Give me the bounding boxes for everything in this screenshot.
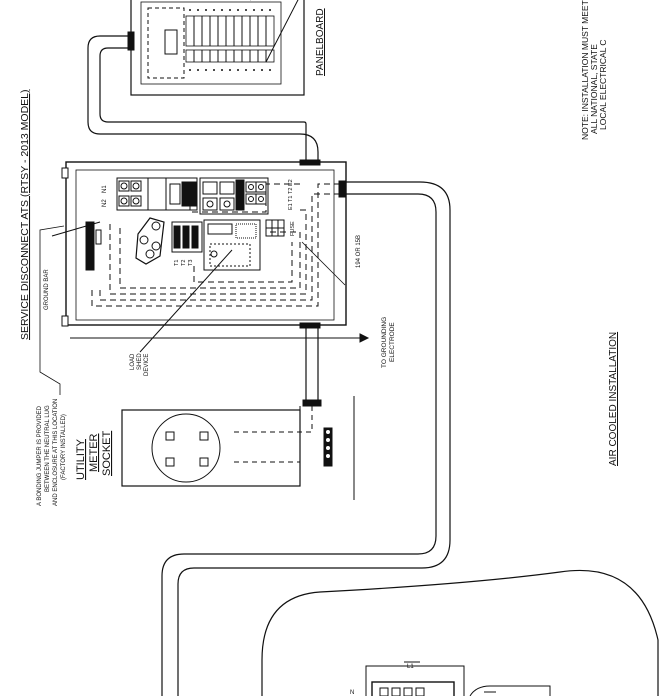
note-line-3: LOCAL ELECTRICAL C <box>598 39 608 130</box>
meter-line-2: METER <box>88 433 100 472</box>
ats-n2-label: N2 <box>102 199 108 207</box>
conduit-panel-to-ats <box>87 35 319 164</box>
panelboard-label-group: PANELBOARD <box>315 8 326 76</box>
panelboard <box>127 0 305 96</box>
fuse-label: FUSE <box>290 221 296 236</box>
conduit-ats-to-meter <box>230 326 322 463</box>
bonding-line-3: AND ENCLOSURE AT THIS LOCATION <box>53 399 59 506</box>
note-line-2: ALL NATIONAL, STATE <box>589 44 599 134</box>
load-line-2: SHED <box>137 353 143 370</box>
panel-breakers <box>185 15 275 63</box>
generator-n-label: N <box>350 690 354 696</box>
control-board <box>203 219 261 271</box>
transfer-switch-contactor <box>116 177 198 211</box>
ats-internal-wiring <box>91 183 340 307</box>
part-number-label: 194 OR 15B <box>356 235 362 268</box>
grounding-electrode-arrow <box>70 333 370 343</box>
fuse-t1-label: T1 <box>174 260 180 266</box>
meter-line-1: UTILITY <box>75 438 87 480</box>
grounding-line-2: ELECTRODE <box>389 322 396 362</box>
load-line-1: LOAD <box>130 353 136 370</box>
ats-title: SERVICE DISCONNECT ATS (RTSY - 2013 MODE… <box>19 89 31 340</box>
meter-socket-label: UTILITY METER SOCKET <box>75 430 113 480</box>
generator <box>261 569 659 696</box>
bonding-note: A BONDING JUMPER IS PROVIDED BETWEEN THE… <box>37 399 67 506</box>
grounding-line-1: TO GROUNDING <box>381 317 388 368</box>
bonding-line-4: (FACTORY INSTALLED) <box>61 414 67 480</box>
terminal-strip <box>265 219 285 237</box>
fuse-t2-label: T2 <box>181 260 187 266</box>
generator-l1-label: L1 <box>407 664 414 670</box>
installation-note: NOTE: INSTALLATION MUST MEET ALL NATIONA… <box>580 0 608 140</box>
ats-title-group: SERVICE DISCONNECT ATS (RTSY - 2013 MODE… <box>19 89 31 340</box>
ats-n1-label: N1 <box>102 185 108 193</box>
bonding-line-2: BETWEEN THE NEUTRAL LUG <box>45 405 51 492</box>
meter-ground-bar <box>323 427 333 467</box>
bonding-line-1: A BONDING JUMPER IS PROVIDED <box>37 405 43 506</box>
meter-line-3: SOCKET <box>101 430 113 476</box>
load-shed-leader <box>139 249 233 353</box>
air-cooled-label: AIR COOLED INSTALLATION <box>608 332 619 466</box>
fuse-t3-label: T3 <box>188 260 194 266</box>
relay-t2-label: T2 <box>288 188 294 194</box>
panelboard-label: PANELBOARD <box>315 8 326 76</box>
relay-e2-label: E2 <box>288 179 294 186</box>
relay-e1-label: E1 <box>288 203 294 210</box>
grounding-electrode-label: TO GROUNDING ELECTRODE <box>381 317 396 368</box>
load-shed-label: LOAD SHED DEVICE <box>130 353 150 376</box>
ground-bar-label: GROUND BAR <box>44 269 50 310</box>
note-line-1: NOTE: INSTALLATION MUST MEET <box>580 0 590 140</box>
fuse-block <box>171 221 203 253</box>
relay-t1-label: T1 <box>288 196 294 202</box>
conduit-ats-to-generator <box>161 181 451 696</box>
relay-terminals <box>199 177 269 215</box>
ats-enclosure <box>61 159 347 329</box>
part-number-leader <box>301 241 346 286</box>
meter-socket <box>121 396 355 500</box>
ground-bar <box>51 221 102 271</box>
bonding-leader <box>39 225 65 395</box>
load-line-3: DEVICE <box>144 354 150 376</box>
neutral-lug <box>135 217 165 265</box>
air-cooled-group: AIR COOLED INSTALLATION <box>608 332 619 466</box>
